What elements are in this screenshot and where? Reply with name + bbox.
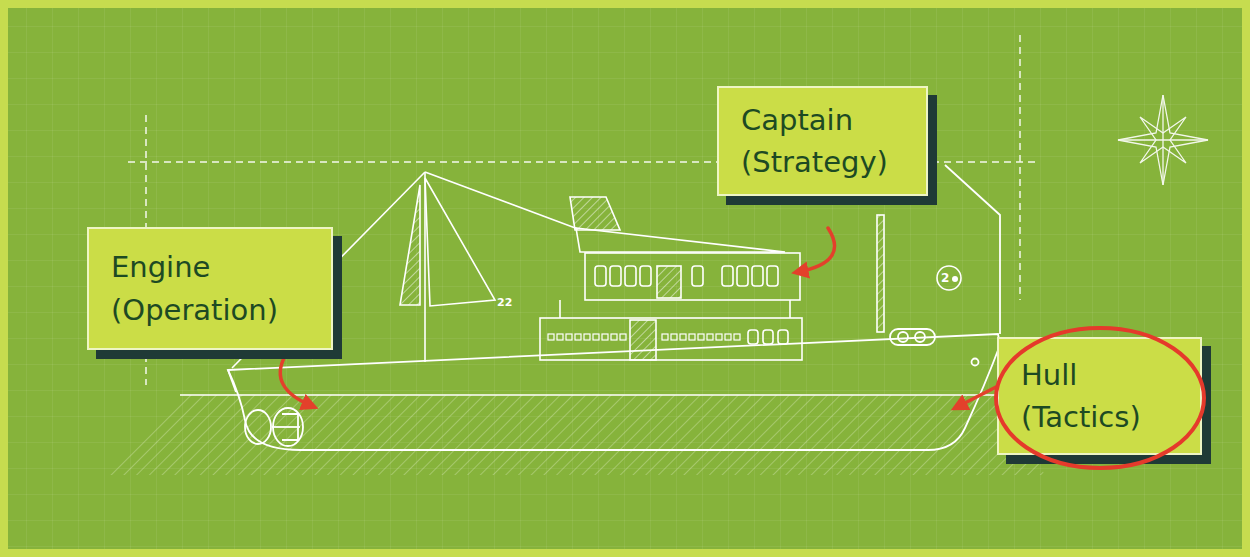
- porthole: [707, 334, 713, 340]
- porthole: [725, 334, 731, 340]
- deckhouse: [767, 266, 778, 286]
- ship-hull: [915, 332, 925, 342]
- deckhouse: [763, 330, 773, 344]
- deckhouse: [540, 197, 802, 360]
- leader-arrow: [280, 228, 998, 407]
- engine-propeller: [245, 408, 303, 446]
- porthole: [620, 334, 626, 340]
- engine-propeller: [245, 410, 271, 444]
- engine-propeller: [272, 426, 300, 428]
- callout-text: Engine (Operation): [111, 246, 317, 330]
- ship-hull: [228, 370, 236, 392]
- deckhouse: [625, 266, 636, 286]
- porthole: [734, 334, 740, 340]
- porthole: [566, 334, 572, 340]
- ship-hull: [228, 165, 1000, 450]
- highlight-ellipse: [996, 328, 1204, 468]
- porthole: [662, 334, 668, 340]
- callout-box: Captain (Strategy): [717, 86, 928, 196]
- deckhouse: [789, 300, 791, 318]
- deckhouse: [630, 320, 656, 360]
- ship-hull: [972, 359, 979, 366]
- porthole: [575, 334, 581, 340]
- porthole: [611, 334, 617, 340]
- engine-propeller: [273, 408, 303, 446]
- leader-arrow: [280, 356, 312, 406]
- leader-arrow: [798, 228, 835, 272]
- deckhouse: [657, 266, 681, 298]
- deckhouse: [752, 266, 763, 286]
- mast-and-sails: [400, 185, 420, 305]
- deckhouse: [540, 318, 802, 360]
- porthole: [557, 334, 563, 340]
- mast-and-sails: [425, 178, 495, 306]
- ship-hull: [898, 332, 908, 342]
- callout-number: 22: [497, 297, 512, 308]
- deckhouse: [585, 253, 800, 300]
- porthole: [689, 334, 695, 340]
- porthole: [602, 334, 608, 340]
- porthole: [680, 334, 686, 340]
- porthole-row: [548, 334, 740, 340]
- water-band: [180, 394, 1000, 396]
- callout-circle: [952, 276, 958, 282]
- callout-text: Captain (Strategy): [741, 99, 912, 183]
- background: [8, 8, 1242, 549]
- porthole: [671, 334, 677, 340]
- porthole: [698, 334, 704, 340]
- callout-circle: [937, 266, 961, 290]
- compass-star: [1118, 95, 1208, 185]
- ship-hull: [228, 334, 1000, 450]
- deckhouse: [559, 300, 561, 318]
- background: [8, 8, 1242, 549]
- deckhouse: [570, 197, 620, 230]
- callout-text: Hull (Tactics): [1021, 354, 1186, 438]
- callout-circle: [937, 266, 961, 290]
- callout-box: Engine (Operation): [87, 227, 333, 350]
- deckhouse: [722, 266, 733, 286]
- deckhouse: [576, 228, 785, 252]
- callout-number: 2: [941, 272, 949, 284]
- ship-hull: [945, 165, 1000, 334]
- leader-arrow: [957, 386, 998, 407]
- porthole: [593, 334, 599, 340]
- compass-star: [1118, 95, 1208, 185]
- deckhouse: [737, 266, 748, 286]
- deckhouse: [748, 330, 758, 344]
- porthole: [716, 334, 722, 340]
- deckhouse: [692, 266, 703, 286]
- ship-hull: [890, 329, 935, 345]
- mast-and-sails: [877, 215, 884, 332]
- dimension-line: [1019, 35, 1021, 300]
- deckhouse: [640, 266, 651, 286]
- callout-box: Hull (Tactics): [997, 337, 1202, 455]
- deckhouse: [595, 266, 606, 286]
- deckhouse: [610, 266, 621, 286]
- porthole: [584, 334, 590, 340]
- porthole: [548, 334, 554, 340]
- mast-and-sails: [425, 172, 578, 229]
- compass-star: [1118, 139, 1208, 140]
- deckhouse: [778, 330, 788, 344]
